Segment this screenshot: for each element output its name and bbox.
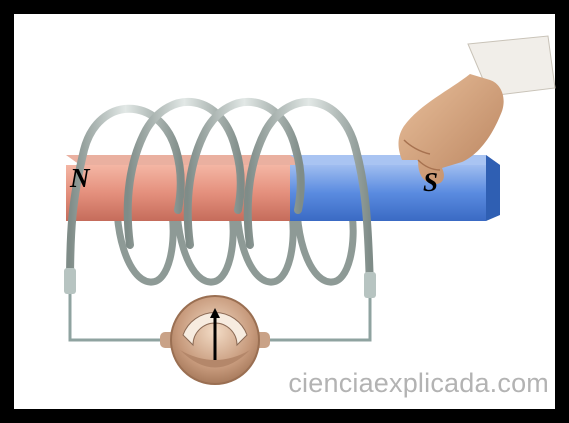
hand — [398, 35, 556, 185]
left-wire-sheath — [64, 268, 76, 294]
south-pole-label: S — [423, 167, 439, 197]
magnet-end-face — [486, 155, 500, 221]
right-lead-wire — [262, 290, 372, 342]
right-wire-sheath — [364, 272, 376, 298]
galvanometer — [160, 295, 270, 385]
north-pole-label: N — [70, 163, 90, 193]
coil-front — [66, 98, 374, 294]
magnet-south-half — [290, 165, 486, 221]
hand-palm — [398, 74, 504, 185]
left-lead-wire — [68, 285, 168, 342]
watermark-text: cienciaexplicada.com — [288, 368, 549, 398]
circuit-wires — [68, 285, 372, 342]
